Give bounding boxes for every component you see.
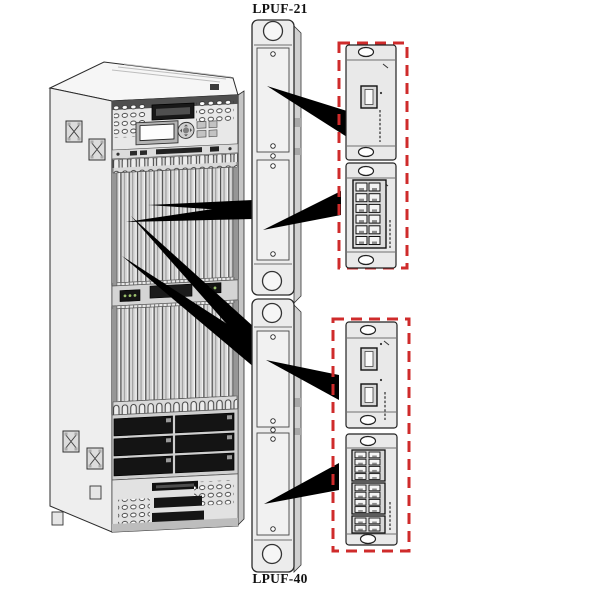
chassis-logo-mark — [210, 84, 219, 90]
side-handle-icon — [65, 120, 83, 143]
xfp-port[interactable] — [360, 383, 378, 407]
xfp-port[interactable] — [360, 347, 378, 371]
chassis-top-vents — [111, 63, 232, 83]
card-handle-hole — [261, 270, 283, 292]
side-handle-icon — [62, 430, 80, 453]
card-handle-hole — [261, 302, 283, 324]
mounting-cutout — [357, 165, 375, 177]
mounting-cutout — [357, 146, 375, 158]
xfp-port[interactable] — [360, 85, 378, 109]
callout-arrows-chassis — [122, 200, 255, 368]
mounting-cutout — [359, 324, 377, 336]
label-lpuf-40: LPUF-40 — [252, 571, 307, 586]
fan-tray-modules — [113, 412, 235, 477]
chassis-foot — [51, 511, 64, 526]
chassis-front-face — [111, 94, 239, 533]
arrow-lpuf21-to-1port — [267, 86, 347, 137]
callout-arrows-subcards — [263, 86, 347, 504]
card-handle-hole — [261, 543, 283, 565]
subslot-cover — [256, 47, 290, 153]
mounting-cutout — [357, 46, 375, 58]
arrow-lpuf40-to-20port — [264, 463, 339, 504]
bottom-slot-bar — [154, 495, 202, 508]
panel-buttons[interactable] — [196, 120, 218, 138]
subslot-cover — [256, 159, 290, 261]
arrow-lpuf40-to-2port — [266, 360, 339, 400]
mounting-cutout — [359, 414, 377, 426]
side-handle-icon — [86, 447, 104, 470]
router-chassis — [48, 61, 245, 533]
side-handle-icon — [88, 138, 106, 161]
lpuf40-subcards-highlight-box — [331, 317, 411, 553]
screw-mark — [383, 340, 390, 346]
subcard-2port-xfp — [345, 321, 398, 429]
mounting-cutout — [359, 533, 377, 545]
chassis-right-wall — [237, 90, 245, 526]
vent-holes-bottom-right — [194, 480, 234, 506]
subslot-cover — [256, 432, 290, 536]
subslot-cover — [256, 330, 290, 428]
mounting-cutout — [357, 254, 375, 266]
mounting-cutout — [359, 435, 377, 447]
card-lpuf-40 — [251, 298, 302, 573]
subcard-12port — [345, 162, 397, 269]
arrow-chassis-to-lpuf40 — [122, 256, 255, 368]
screw-mark — [382, 63, 389, 69]
subcard-1port-xfp — [345, 44, 397, 161]
label-lpuf-21: LPUF-21 — [252, 1, 307, 16]
subcard-20port — [345, 433, 398, 546]
lcd-screen — [139, 123, 175, 142]
arrow-lpuf21-to-12port — [263, 191, 341, 230]
bottom-slot-bar — [152, 510, 204, 524]
card-handle-hole — [262, 20, 284, 42]
arrow-chassis-to-lpuf21 — [126, 203, 253, 222]
vent-holes-bottom-left — [118, 498, 150, 528]
dpad-control[interactable] — [177, 121, 195, 139]
chassis-foot — [89, 485, 102, 500]
divider-led-display — [119, 289, 141, 302]
vent-holes-right — [196, 98, 234, 124]
arrow-chassis-to-lpuf40 — [131, 216, 255, 356]
card-lpuf-21 — [251, 19, 302, 304]
